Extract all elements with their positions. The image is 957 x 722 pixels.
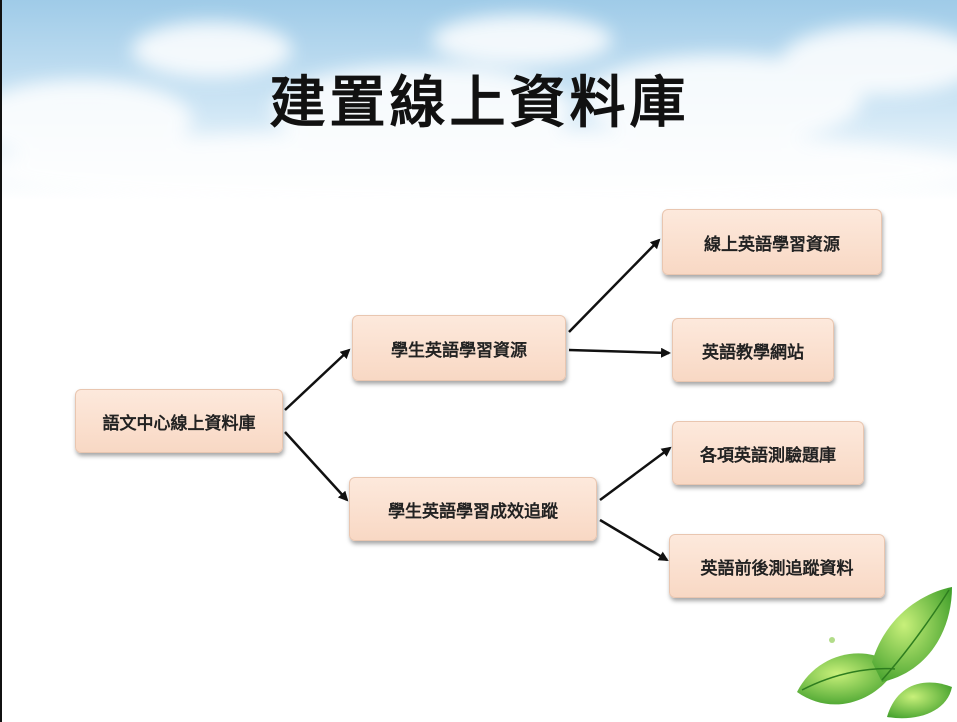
node-student-tracking: 學生英語學習成效追蹤	[349, 477, 597, 541]
arrow-tracking-to-tests	[599, 446, 672, 502]
arrow-resources-to-online	[568, 238, 661, 333]
node-teaching-websites: 英語教學網站	[672, 318, 834, 382]
node-root: 語文中心線上資料庫	[75, 389, 283, 453]
leaf-decoration	[797, 587, 952, 719]
arrow-resources-to-websites	[568, 347, 671, 358]
arrow-root-to-resources	[284, 348, 351, 411]
arrow-root-to-tracking	[284, 431, 349, 502]
sky-background	[2, 0, 957, 200]
node-online-resources: 線上英語學習資源	[662, 209, 882, 275]
arrow-tracking-to-prepost	[599, 518, 669, 562]
node-prepost-data: 英語前後測追蹤資料	[669, 534, 885, 598]
slide-title: 建置線上資料庫	[269, 71, 690, 136]
node-student-resources: 學生英語學習資源	[352, 315, 566, 381]
node-test-banks: 各項英語測驗題庫	[672, 421, 864, 485]
